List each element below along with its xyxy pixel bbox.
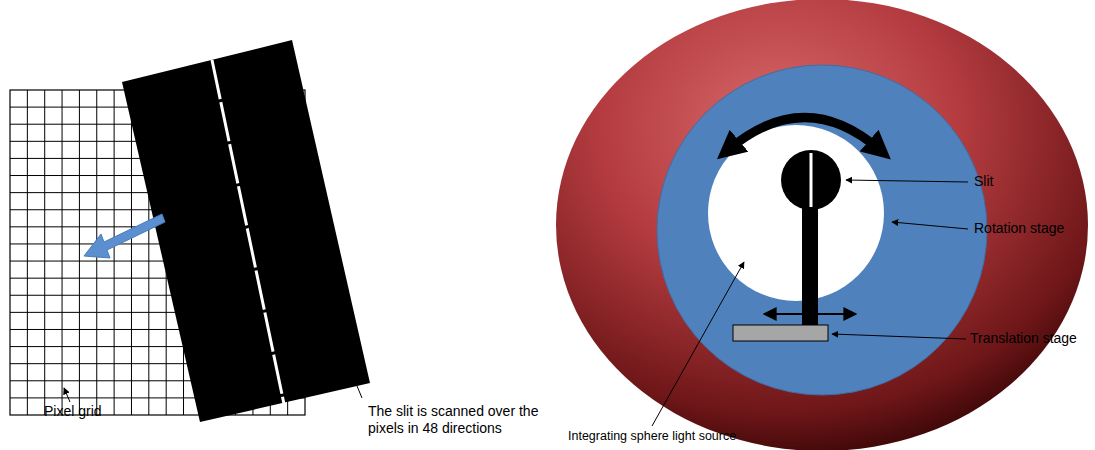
rotation-stage bbox=[657, 65, 987, 395]
part-label: Pixel grid bbox=[44, 403, 102, 420]
grid-line bbox=[44, 90, 45, 415]
leader-line bbox=[352, 374, 362, 398]
grid-line bbox=[131, 90, 132, 415]
rotation-arrow bbox=[728, 118, 880, 151]
part-label: Integrating sphere light source bbox=[568, 428, 736, 445]
leader-line bbox=[892, 222, 968, 229]
part-label: Slit bbox=[974, 173, 993, 190]
leader-line bbox=[652, 262, 744, 426]
light-port bbox=[708, 125, 884, 301]
grid-line bbox=[27, 90, 28, 415]
part-label: Rotation stage bbox=[974, 220, 1064, 237]
slit-opening bbox=[212, 60, 284, 404]
grid-line bbox=[79, 90, 80, 415]
note-label: The slit is scanned over the pixels in 4… bbox=[368, 403, 558, 437]
leader-line bbox=[832, 334, 966, 339]
slit-opening bbox=[810, 153, 813, 207]
scan-direction-arrow bbox=[84, 214, 165, 258]
translation-stage bbox=[733, 325, 828, 341]
leader-line bbox=[846, 180, 968, 182]
grid-line bbox=[114, 90, 115, 415]
part-label: Translation stage bbox=[970, 330, 1077, 347]
integrating-sphere bbox=[556, 0, 1088, 450]
slit-plate bbox=[122, 40, 370, 422]
slit-holder-stem bbox=[802, 200, 818, 328]
leader-line bbox=[64, 388, 70, 402]
grid-line bbox=[62, 90, 63, 415]
translation-arrow bbox=[764, 313, 856, 315]
slit-disc bbox=[781, 150, 841, 210]
